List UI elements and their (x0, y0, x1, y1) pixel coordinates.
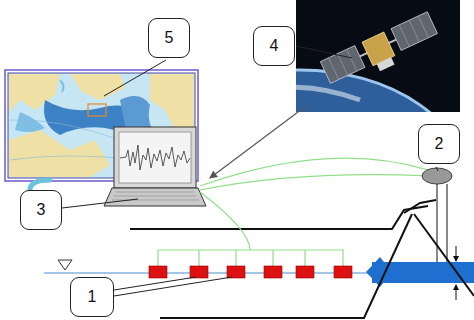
callout-number: 2 (435, 135, 444, 153)
hydrophone-array (149, 266, 352, 278)
ship-hull (130, 200, 474, 318)
callout-number: 3 (37, 201, 46, 219)
sensor-wires (158, 158, 430, 266)
nautical-chart (5, 70, 198, 198)
leader-lines (62, 46, 438, 296)
signal-arrow (210, 106, 306, 178)
callout-box: 3 (20, 190, 62, 230)
callout-box: 2 (418, 124, 460, 164)
callout-number: 1 (88, 288, 97, 306)
callout-number: 4 (270, 37, 279, 55)
depth-dimension (437, 184, 456, 300)
callout-number: 5 (165, 29, 174, 47)
laptop (104, 127, 206, 206)
callout-box: 1 (70, 277, 114, 317)
echo-sounder (422, 168, 452, 184)
callout-box: 5 (148, 18, 190, 58)
callout-box: 4 (253, 26, 295, 66)
